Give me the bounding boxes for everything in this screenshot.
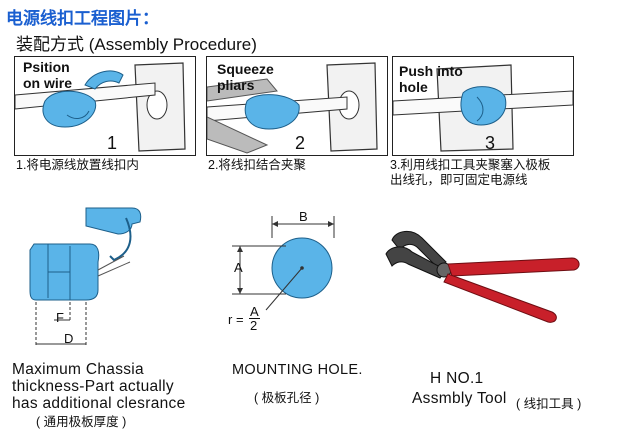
- step-1-caption: 1.将电源线放置线扣内: [16, 158, 139, 172]
- dim-a-label: A: [234, 260, 243, 275]
- tool-model: H NO.1: [430, 370, 484, 387]
- chassis-caption-cn: ( 通用极板厚度 ): [36, 415, 127, 429]
- page-title: 电源线扣工程图片：: [6, 9, 159, 28]
- assembly-subtitle: 装配方式 (Assembly Procedure): [16, 35, 257, 54]
- radius-numerator: A: [250, 304, 259, 319]
- assembly-tool-pliers: [385, 231, 580, 323]
- step-2-panel: Squeeze pliars 2: [206, 56, 388, 156]
- dim-f-label: F: [56, 310, 64, 325]
- tool-caption-cn: ( 线扣工具 ): [516, 397, 582, 411]
- step-2-illustration: [207, 62, 378, 154]
- step-1-panel: Psition on wire 1: [14, 56, 196, 156]
- bushing-side-view: [29, 207, 142, 346]
- step-2-caption: 2.将线扣结合夹聚: [208, 158, 306, 172]
- step-1-number: 1: [107, 133, 118, 153]
- step-2-label: Squeeze pliars: [217, 61, 274, 93]
- radius-denominator: 2: [250, 318, 258, 333]
- radius-prefix: r =: [228, 312, 244, 327]
- step-2-number: 2: [295, 133, 306, 153]
- tool-caption: Assmbly Tool: [412, 390, 507, 407]
- step-3-label: Push into hole: [399, 63, 463, 95]
- step-1-label: Psition on wire: [23, 59, 73, 91]
- dim-d-label: D: [64, 331, 74, 346]
- step-3-number: 3: [485, 133, 496, 153]
- step-1-illustration: [15, 62, 186, 152]
- hole-caption: MOUNTING HOLE.: [232, 362, 363, 378]
- fraction-bar: [249, 318, 260, 319]
- step-3-illustration: [393, 64, 573, 152]
- hole-caption-cn: ( 极板孔径 ): [254, 391, 320, 405]
- mounting-hole-diagram: [232, 216, 335, 311]
- step-3-panel: Push into hole 3: [392, 56, 574, 156]
- step-3-caption: 3.利用线扣工具夹聚塞入极板 出线孔，即可固定电源线: [390, 158, 551, 187]
- dim-b-label: B: [299, 209, 308, 224]
- chassis-caption: Maximum Chassia thickness-Part actually …: [12, 361, 186, 412]
